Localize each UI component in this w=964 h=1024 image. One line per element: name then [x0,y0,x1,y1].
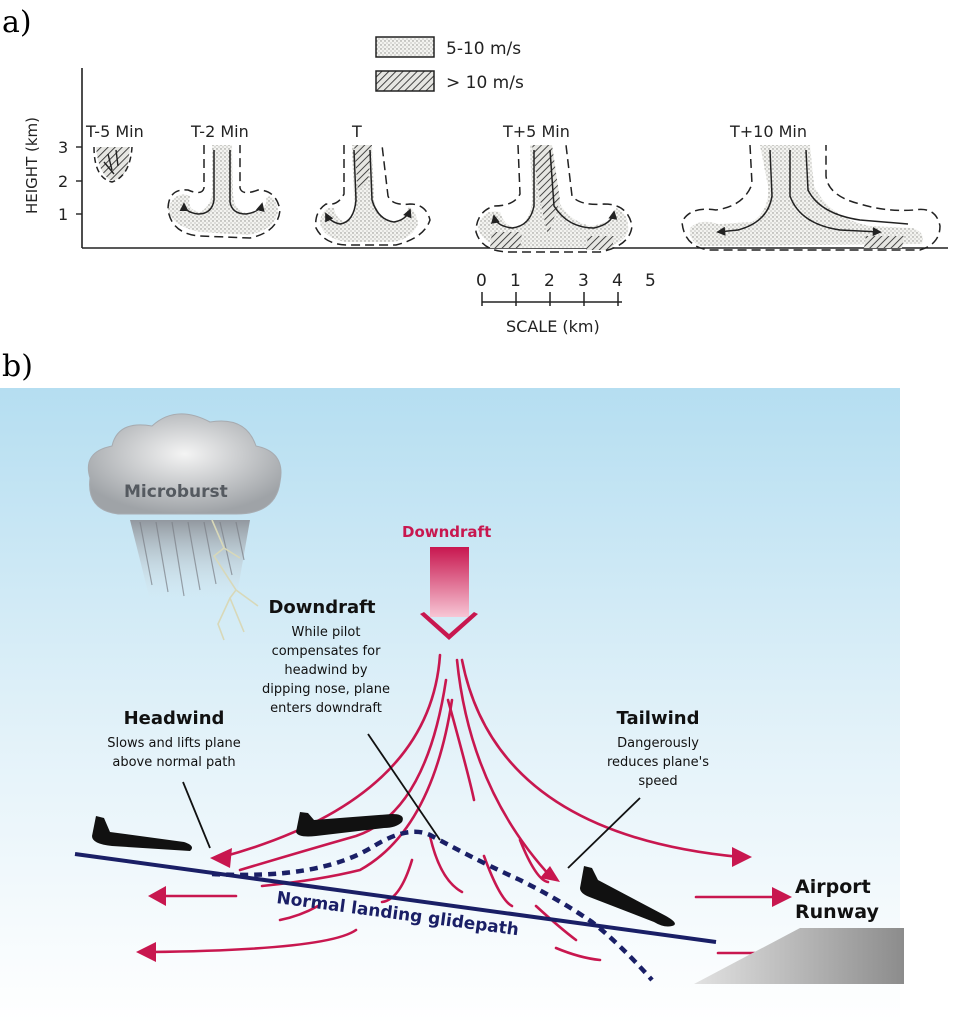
airport-runway [694,928,904,984]
scale-title: SCALE (km) [506,317,600,336]
tailwind-desc-line2: reduces plane's [607,755,709,770]
tailwind-leader-line [567,797,641,869]
downdraft-desc-line3: headwind by [284,663,368,678]
y-tick-1: 1 [58,205,68,224]
runway-label-line1: Airport [795,876,871,898]
scale-tick-4: 4 [612,271,623,291]
stage-shape-t-plus-5 [475,144,633,253]
runway-label-line2: Runway [795,901,879,923]
tailwind-desc-line1: Dangerously [617,736,699,751]
stage-label-t-plus-5: T+5 Min [502,122,570,141]
downdraft-desc-line4: dipping nose, plane [262,682,390,697]
downdraft-desc-line5: enters downdraft [270,701,382,716]
downdraft-arrow-label: Downdraft [402,523,491,541]
scale-tick-0: 0 [476,271,487,291]
tailwind-annotation: Tailwind Dangerously reduces plane's spe… [607,708,709,789]
panel-a: a) 5-10 m/s > 10 m/s 1 2 3 HEIGHT (km) T… [2,5,948,336]
legend-dotted-swatch [375,36,435,58]
scale-tick-2: 2 [544,271,555,291]
legend: 5-10 m/s > 10 m/s [375,36,524,93]
panel-a-label: a) [2,5,32,40]
headwind-title: Headwind [124,708,225,729]
panel-b-label: b) [2,349,33,384]
plane-downdraft [296,812,403,837]
stage-label-t-minus-2: T-2 Min [190,122,249,141]
plane-headwind [92,816,192,851]
downdraft-annotation: Downdraft While pilot compensates for he… [262,597,390,716]
stage-label-t-plus-10: T+10 Min [729,122,807,141]
normal-glidepath-line [74,852,717,944]
stage-shape-t-minus-2 [167,145,281,239]
plane-tailwind [580,866,675,927]
headwind-annotation: Headwind Slows and lifts plane above nor… [107,708,241,770]
downdraft-title: Downdraft [268,597,375,618]
microburst-cloud: Microburst [87,413,282,641]
headwind-leader-line [182,781,211,849]
y-axis-title: HEIGHT (km) [23,117,41,214]
scale-tick-1: 1 [510,271,521,291]
y-tick-2: 2 [58,172,68,191]
stage-shape-t-plus-10 [681,144,941,251]
downdraft-desc-line2: compensates for [272,644,382,659]
legend-hatched-swatch [375,70,435,92]
headwind-desc-line1: Slows and lifts plane [107,736,241,751]
downdraft-leader-line [367,733,441,841]
stage-shape-t-minus-5 [93,146,133,183]
stage-shape-t [314,144,431,246]
scale-tick-5: 5 [645,271,656,291]
scale-tick-3: 3 [578,271,589,291]
microburst-label: Microburst [124,482,228,502]
panel-b: b) Microburst Downdraft [0,349,904,1024]
y-tick-3: 3 [58,138,68,157]
legend-dotted-label: 5-10 m/s [446,39,521,59]
stage-label-t: T [351,122,362,141]
headwind-desc-line2: above normal path [112,755,235,770]
legend-hatched-label: > 10 m/s [446,73,524,93]
tailwind-desc-line3: speed [638,774,677,789]
scale-bar: 0 1 2 3 4 5 SCALE (km) [476,271,656,336]
downdraft-desc-line1: While pilot [292,625,361,640]
tailwind-title: Tailwind [617,708,700,729]
downdraft-arrow: Downdraft [402,523,491,640]
stage-label-t-minus-5: T-5 Min [85,122,144,141]
